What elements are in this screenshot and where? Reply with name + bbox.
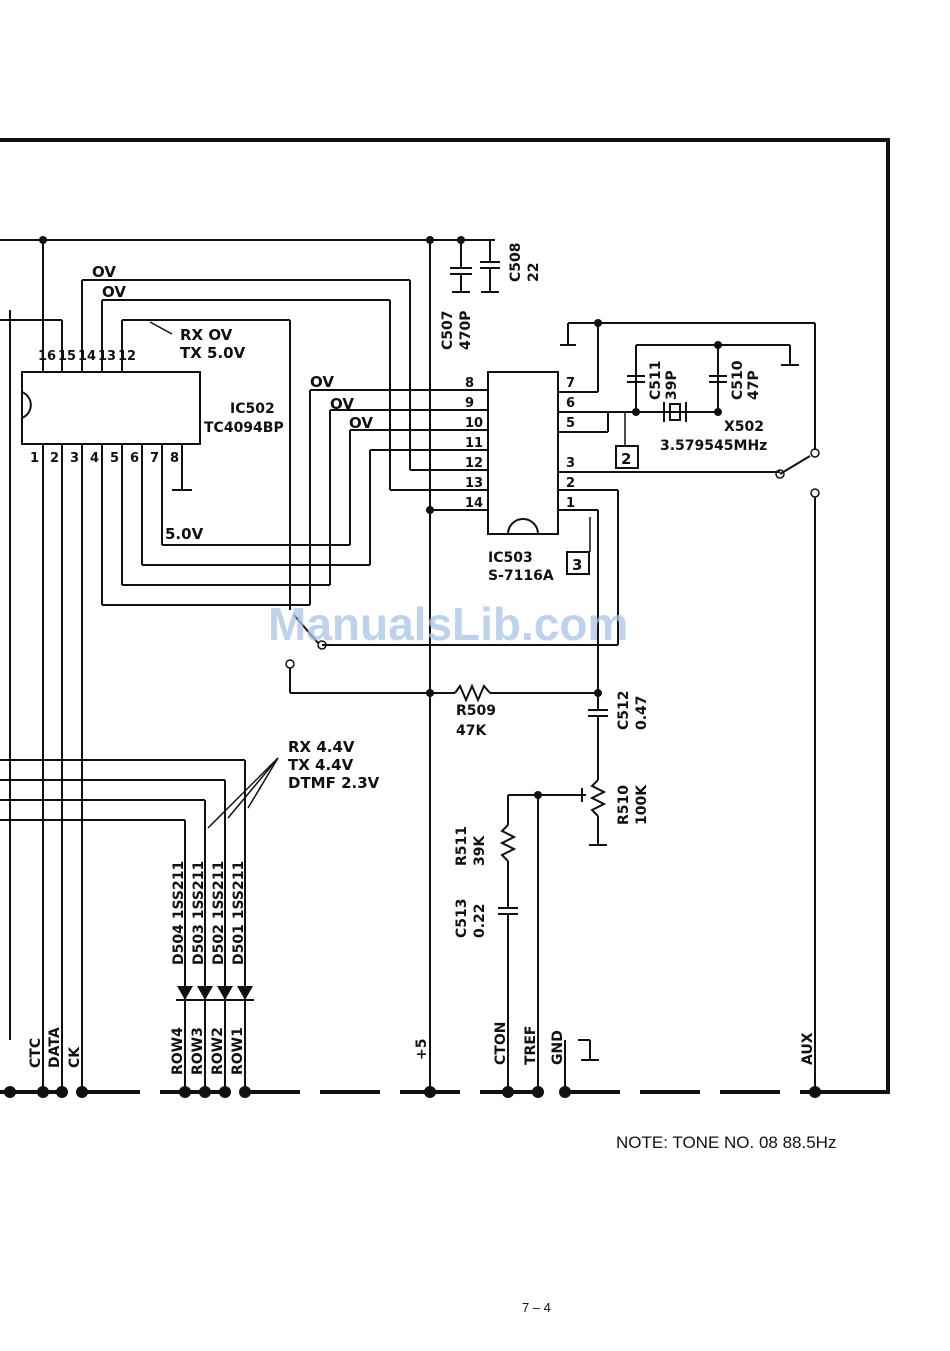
connector-label: ROW3 — [190, 1027, 206, 1075]
test-point-2: 2 — [621, 450, 631, 468]
ic502-pin-1: 1 — [30, 451, 39, 466]
connector-label: CTC — [28, 1038, 44, 1068]
ov-label: OV — [330, 395, 354, 413]
watermark: ManualsLib.com — [268, 598, 628, 650]
tx-44-label: TX 4.4V — [288, 756, 354, 774]
connector-label: TREF — [523, 1026, 539, 1065]
c512-label: C512 — [616, 691, 632, 731]
connector-label: ROW1 — [230, 1027, 246, 1075]
ic503-pin-1: 1 — [566, 496, 575, 511]
ic502-pin-15: 15 — [58, 349, 76, 364]
rx-44-label: RX 4.4V — [288, 738, 355, 756]
page-number: 7 – 4 — [522, 1300, 551, 1315]
c507-label: C507 — [440, 311, 456, 351]
ic503-pin-12: 12 — [465, 456, 483, 471]
ic503-part: S-7116A — [488, 568, 554, 584]
connector-label: GND — [550, 1030, 566, 1065]
r511-value: 39K — [472, 835, 488, 866]
connector-label: AUX — [800, 1032, 816, 1065]
ic503-pin-3: 3 — [566, 456, 575, 471]
c510-label: C510 — [730, 360, 746, 400]
c508-value: 22 — [526, 263, 542, 282]
frame-border — [0, 138, 890, 1094]
ic503-pin-9: 9 — [465, 396, 474, 411]
ic502-pin-4: 4 — [90, 451, 99, 466]
tx-5v-label: TX 5.0V — [180, 344, 246, 362]
ov-label: OV — [92, 263, 116, 281]
r510-label: R510 — [616, 785, 632, 825]
ic503-pin-5: 5 — [566, 416, 575, 431]
c508-label: C508 — [508, 243, 524, 283]
c512-value: 0.47 — [634, 695, 650, 730]
ov-label: OV — [349, 414, 373, 432]
ic503-pin-10: 10 — [465, 416, 483, 431]
ic502-pin-6: 6 — [130, 451, 139, 466]
ic502-pin-8: 8 — [170, 451, 179, 466]
connector-label: DATA — [47, 1027, 63, 1068]
c510-value: 47P — [746, 370, 762, 400]
ic502-pin-7: 7 — [150, 451, 159, 466]
r511-label: R511 — [454, 826, 470, 866]
rx-0v-label: RX OV — [180, 326, 233, 344]
ic503-pin-8: 8 — [465, 376, 474, 391]
ic503-pin-13: 13 — [465, 476, 483, 491]
r510-value: 100K — [634, 784, 650, 825]
ic502-body — [21, 371, 201, 445]
ic502-ref: IC502 — [230, 401, 275, 417]
ic502-pin-3: 3 — [70, 451, 79, 466]
ic502-pin-5: 5 — [110, 451, 119, 466]
tone-note: NOTE: TONE NO. 08 88.5Hz — [616, 1133, 836, 1152]
5v-label: 5.0V — [165, 525, 204, 543]
connector-label: CTON — [493, 1022, 509, 1065]
x502-label: X502 — [724, 419, 764, 435]
ic502-pin-2: 2 — [50, 451, 59, 466]
ic503-ref: IC503 — [488, 550, 533, 566]
d504-label: D504 1SS211 — [171, 861, 187, 965]
d502-label: D502 1SS211 — [211, 861, 227, 965]
test-point-3: 3 — [572, 556, 582, 574]
ic502-pin-14: 14 — [78, 349, 96, 364]
d503-label: D503 1SS211 — [191, 861, 207, 965]
ic503-pin-6: 6 — [566, 396, 575, 411]
connector-label: ROW4 — [170, 1027, 186, 1075]
ov-label: OV — [102, 283, 126, 301]
x502-value: 3.579545MHz — [660, 438, 767, 454]
c513-label: C513 — [454, 899, 470, 939]
c511-value: 39P — [664, 370, 680, 400]
ic502-pin-13: 13 — [98, 349, 116, 364]
ic503-pin-11: 11 — [465, 436, 483, 451]
c513-value: 0.22 — [472, 903, 488, 938]
ic503-pin-14: 14 — [465, 496, 483, 511]
ic502-pin-12: 12 — [118, 349, 136, 364]
dtmf-label: DTMF 2.3V — [288, 774, 380, 792]
r509-label: R509 — [456, 703, 496, 719]
ic503-pin-2: 2 — [566, 476, 575, 491]
ov-label: OV — [310, 373, 334, 391]
d501-label: D501 1SS211 — [231, 861, 247, 965]
ic503-body — [487, 371, 559, 535]
r509-value: 47K — [456, 723, 487, 739]
ic502-pin-16: 16 — [38, 349, 56, 364]
connector-label: CK — [67, 1046, 83, 1068]
c511-label: C511 — [648, 361, 664, 401]
c507-value: 470P — [458, 311, 474, 350]
ic503-pin-7: 7 — [566, 376, 575, 391]
connector-label: ROW2 — [210, 1027, 226, 1075]
connector-label: +5 — [414, 1039, 430, 1060]
ic502-part: TC4094BP — [204, 420, 284, 436]
